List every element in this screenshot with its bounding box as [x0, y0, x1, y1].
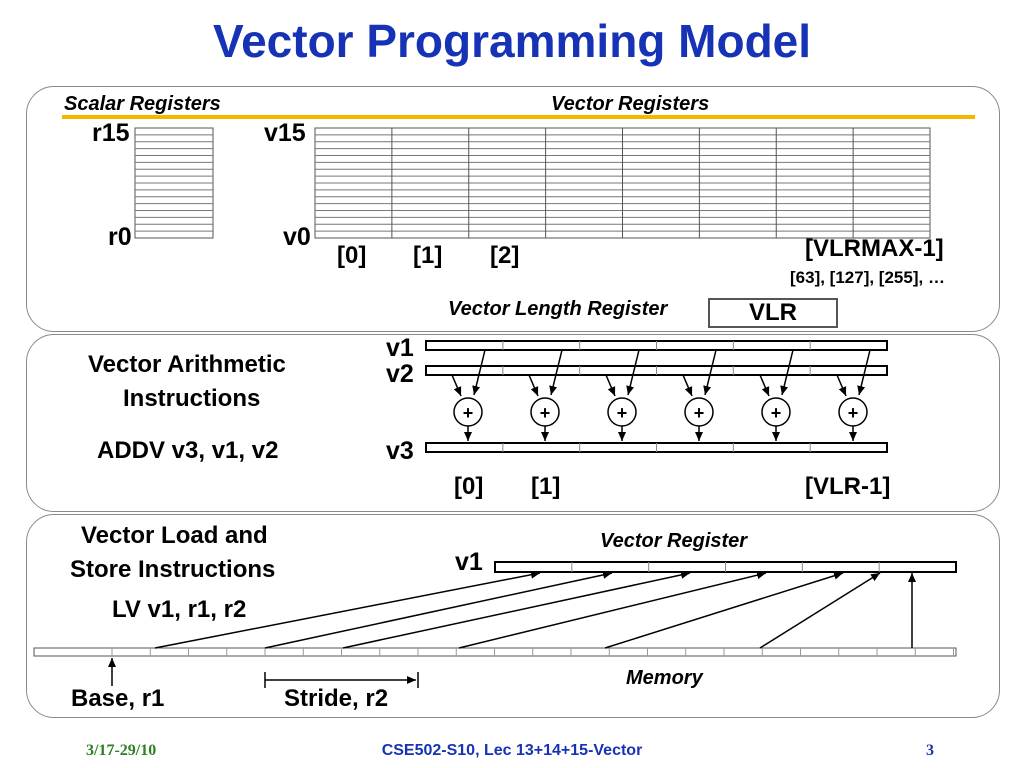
adder-plus-symbol: +	[694, 403, 705, 423]
arithmetic-panel	[26, 334, 1000, 512]
arith-element-label-0: [0]	[454, 473, 484, 500]
dest-register-label: v3	[386, 437, 414, 465]
ldst-register-label: v1	[455, 548, 483, 576]
lv-instruction: LV v1, r1, r2	[112, 596, 247, 623]
v2-operand-arrow	[836, 374, 847, 397]
vlr-caption: Vector Length Register	[448, 298, 668, 320]
vector-bottom-label: v0	[283, 223, 311, 251]
vector-top-label: v15	[264, 119, 306, 147]
load-arrow	[604, 571, 844, 649]
scalar-registers-heading: Scalar Registers	[64, 93, 221, 115]
footer-course: CSE502-S10, Lec 13+14+15-Vector	[381, 742, 643, 759]
scalar-bottom-label: r0	[108, 223, 132, 251]
vector-register-caption: Vector Register	[600, 530, 748, 552]
footer-date: 3/17-29/10	[86, 742, 157, 759]
addv-instruction: ADDV v3, v1, v2	[97, 437, 279, 464]
adder-plus-symbol: +	[771, 403, 782, 423]
arith-heading-line1: Vector Arithmetic	[88, 351, 286, 378]
element-label-vlrmax: [VLRMAX-1]	[805, 235, 944, 262]
element-label-1: [1]	[413, 242, 443, 269]
base-label: Base, r1	[71, 685, 165, 712]
ldst-heading-line1: Vector Load and	[81, 522, 268, 549]
v2-operand-arrow	[451, 374, 462, 397]
vector-registers-heading: Vector Registers	[551, 93, 710, 115]
adder-plus-symbol: +	[617, 403, 628, 423]
element-label-2: [2]	[490, 242, 520, 269]
ldst-heading-line2: Store Instructions	[70, 556, 276, 583]
load-arrow	[342, 570, 691, 649]
v1-operand-arrow	[780, 349, 794, 396]
v2-operand-arrow	[605, 374, 616, 397]
v2-operand-arrow	[682, 374, 693, 397]
load-arrow	[264, 570, 613, 649]
load-arrow	[759, 572, 881, 649]
element-label-0: [0]	[337, 242, 367, 269]
load-store-panel	[26, 514, 1000, 718]
footer-page-number: 3	[926, 742, 934, 759]
page-title: Vector Programming Model	[212, 15, 812, 67]
arith-element-label-1: [1]	[531, 473, 561, 500]
v1-operand-arrow	[549, 349, 563, 396]
vector-add-datapath: + + + + + +	[425, 340, 888, 453]
arith-heading-line2: Instructions	[123, 385, 261, 412]
scalar-top-label: r15	[92, 119, 130, 147]
src1-register-label: v1	[386, 334, 414, 362]
scalar-register-file	[134, 127, 214, 239]
v2-operand-arrow	[528, 374, 539, 397]
stride-label: Stride, r2	[284, 685, 389, 712]
adder-plus-symbol: +	[463, 403, 474, 423]
load-arrow	[458, 571, 767, 649]
v1-operand-arrow	[472, 349, 486, 396]
vlrmax-values: [63], [127], [255], …	[790, 268, 945, 287]
v1-operand-arrow	[626, 349, 640, 396]
memory-caption: Memory	[626, 667, 703, 689]
adder-plus-symbol: +	[540, 403, 551, 423]
adder-plus-symbol: +	[848, 403, 859, 423]
arith-element-label-last: [VLR-1]	[805, 473, 891, 500]
strided-load-datapath	[33, 561, 957, 688]
load-arrow	[154, 570, 541, 649]
v1-operand-arrow	[703, 349, 717, 396]
src2-register-label: v2	[386, 360, 414, 388]
v2-operand-arrow	[759, 374, 770, 397]
vlr-register-box: VLR	[708, 298, 838, 328]
vector-register-file	[314, 127, 931, 239]
v1-operand-arrow	[857, 349, 871, 396]
